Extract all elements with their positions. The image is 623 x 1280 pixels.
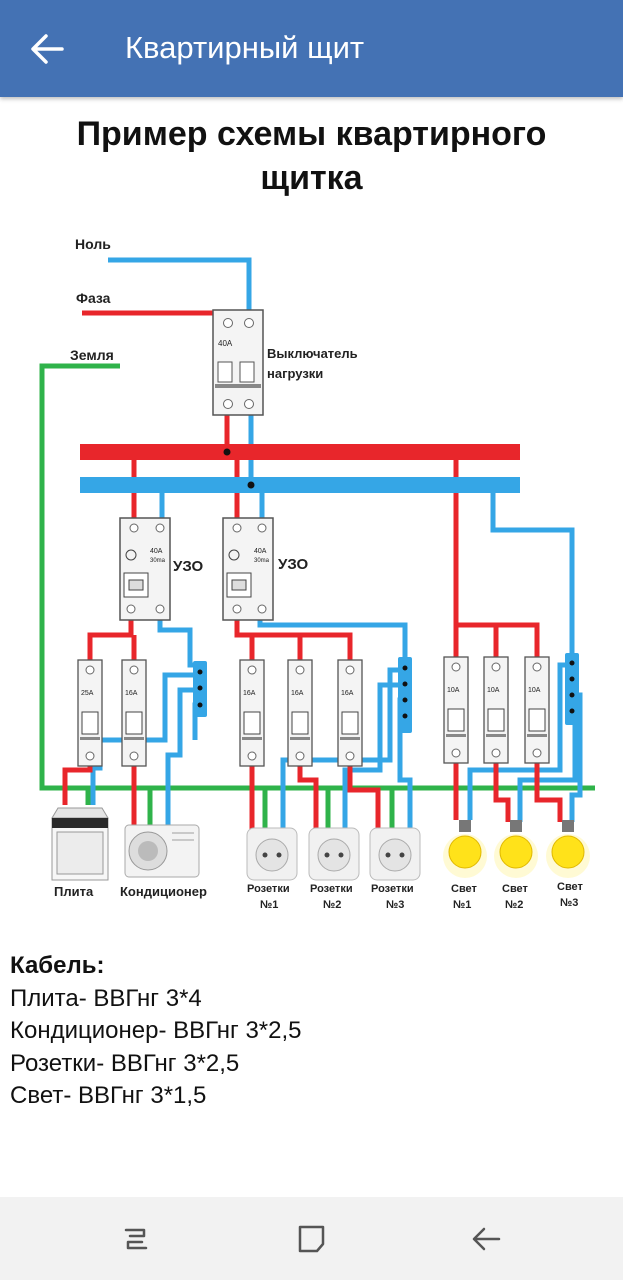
neutral-input-label: Ноль (75, 236, 111, 252)
breaker-4-rating: 16A (291, 690, 304, 697)
socket-1-label-line-2: №1 (260, 899, 278, 911)
light-2-label-line-1: Свет (502, 883, 529, 895)
rcd-2-rating: 40A (254, 548, 267, 555)
stove-label: Плита (54, 884, 94, 899)
page-title-line-2: щитка (260, 159, 363, 197)
page-title-line-1: Пример схемы квартирного (76, 115, 547, 153)
breaker-1-rating: 25A (81, 690, 94, 697)
light-1-label-line-2: №1 (453, 899, 471, 911)
socket-2-label-line-2: №2 (323, 899, 341, 911)
breaker-3-rating: 16A (243, 690, 256, 697)
light-bulb-1-icon (443, 820, 487, 878)
air-conditioner-icon (124, 824, 200, 878)
breaker-5: 16A (337, 659, 363, 767)
neutral-terminal-block-3 (565, 653, 579, 725)
breaker-8: 10A (524, 656, 550, 764)
app-bar: Квартирный щит (0, 0, 623, 97)
breaker-2-rating: 16A (125, 690, 138, 697)
rcd-1: 40A 30ma (119, 517, 171, 621)
socket-3-label-line-2: №3 (386, 899, 404, 911)
breaker-7: 10A (483, 656, 509, 764)
phase-input-label: Фаза (76, 290, 111, 306)
neutral-terminal-block-2 (398, 657, 412, 733)
breaker-8-rating: 10A (528, 687, 541, 694)
main-switch-label-line-1: Выключатель (267, 346, 358, 361)
cable-line-1: Плита- ВВГнг 3*4 (10, 984, 202, 1012)
app-title: Квартирный щит (125, 30, 365, 65)
light-1-label-line-1: Свет (451, 883, 478, 895)
ground-input-label: Земля (70, 347, 114, 363)
neutral-terminal-block-1 (193, 661, 207, 717)
arrow-left-icon[interactable] (22, 24, 72, 74)
neutral-bus-bar (80, 477, 520, 493)
light-bulb-2-icon (494, 820, 538, 878)
rcd-2: 40A 30ma (222, 517, 274, 621)
breaker-6-rating: 10A (447, 687, 460, 694)
cable-line-4: Свет- ВВГнг 3*1,5 (10, 1082, 207, 1109)
light-3-label-line-2: №3 (560, 897, 578, 909)
breaker-4: 16A (287, 659, 313, 767)
cable-specs: Кабель: Плита- ВВГнг 3*4 Кондиционер- ВВ… (10, 950, 610, 1113)
breaker-3: 16A (239, 659, 265, 767)
rcd-1-label: УЗО (173, 558, 204, 575)
stove-icon (51, 807, 109, 881)
main-switch-rating: 40A (218, 339, 233, 348)
rcd-1-sub: 30ma (150, 558, 166, 564)
back-icon[interactable] (464, 1217, 508, 1261)
breaker-6: 10A (443, 656, 469, 764)
home-icon[interactable] (290, 1217, 334, 1261)
page-title: Пример схемы квартирного щитка (20, 112, 603, 200)
air-conditioner-label: Кондиционер (120, 884, 207, 899)
socket-3-icon (369, 827, 421, 881)
socket-3-label-line-1: Розетки (371, 883, 414, 895)
cable-line-3: Розетки- ВВГнг 3*2,5 (10, 1049, 240, 1077)
socket-2-icon (308, 827, 360, 881)
rcd-2-sub: 30ma (254, 558, 270, 564)
cable-heading: Кабель: (10, 952, 105, 979)
wiring-diagram: 40A Выключатель нагрузки Ноль Фаза Земля… (39, 236, 595, 911)
recent-apps-icon[interactable] (116, 1217, 160, 1261)
rcd-2-label: УЗО (278, 556, 309, 573)
socket-2-label-line-1: Розетки (310, 883, 353, 895)
breaker-2: 16A (121, 659, 147, 767)
rcd-1-rating: 40A (150, 548, 163, 555)
breaker-7-rating: 10A (487, 687, 500, 694)
cable-line-2: Кондиционер- ВВГнг 3*2,5 (10, 1017, 302, 1044)
main-switch-label-line-2: нагрузки (267, 366, 323, 381)
phase-bus-bar (80, 444, 520, 460)
light-2-label-line-2: №2 (505, 899, 523, 911)
system-nav-bar (0, 1197, 623, 1280)
main-load-switch: 40A (212, 309, 264, 416)
breaker-1: 25A (77, 659, 103, 767)
light-bulb-3-icon (546, 820, 590, 878)
breaker-5-rating: 16A (341, 690, 354, 697)
light-3-label-line-1: Свет (557, 881, 584, 893)
socket-1-label-line-1: Розетки (247, 883, 290, 895)
socket-1-icon (246, 827, 298, 881)
